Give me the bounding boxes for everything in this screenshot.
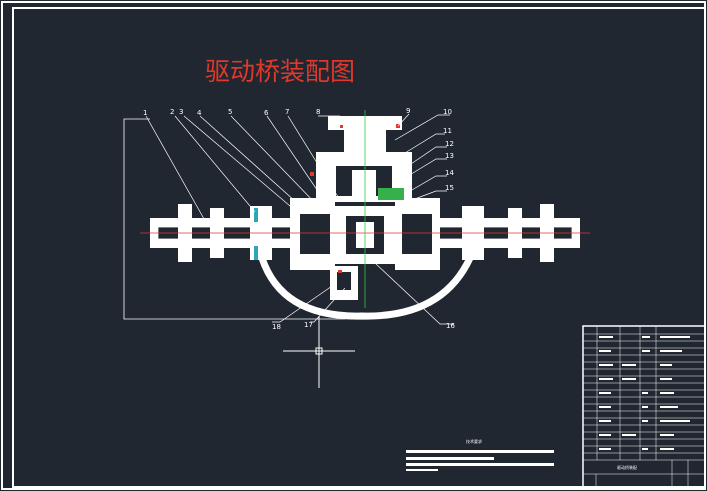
leader-lines — [145, 113, 454, 325]
part-label-15: 15 — [445, 184, 454, 192]
housing-bowl — [258, 256, 474, 320]
pinion-gear-teeth — [378, 188, 404, 200]
part-label-5: 5 — [228, 108, 232, 116]
tech-req-line — [406, 469, 438, 471]
red-mark — [340, 125, 343, 128]
drawing-title: 驱动桥装配图 — [205, 57, 355, 86]
part-label-14: 14 — [445, 169, 454, 177]
dimension-line — [123, 118, 345, 320]
right-diff-cavity — [402, 214, 432, 254]
axle-assembly — [140, 110, 590, 320]
technical-requirements: 技术要求 — [406, 438, 554, 471]
part-label-4: 4 — [197, 109, 202, 117]
red-mark — [310, 172, 314, 176]
parts-list-table: 驱动桥装配 — [582, 325, 706, 488]
tech-req-line — [406, 463, 554, 466]
tech-req-line — [406, 457, 494, 460]
red-mark — [338, 270, 342, 273]
left-bearing-lower — [254, 246, 258, 260]
crosshair-cursor-icon — [283, 316, 355, 388]
sheet-inner-frame — [12, 7, 706, 488]
part-label-8: 8 — [316, 108, 320, 116]
title-block-name: 驱动桥装配 — [617, 464, 637, 470]
part-label-2: 2 — [170, 108, 174, 116]
part-number-labels: 1 2 3 4 5 6 7 8 9 10 11 12 13 14 15 16 1… — [143, 107, 455, 331]
part-label-6: 6 — [264, 109, 269, 117]
lower-boss-cavity — [337, 272, 351, 290]
part-label-11: 11 — [443, 127, 452, 135]
tech-req-line — [406, 450, 554, 453]
left-bearing — [254, 208, 258, 222]
part-label-3: 3 — [179, 108, 183, 116]
part-label-10: 10 — [443, 108, 452, 116]
left-diff-cavity — [300, 214, 330, 254]
part-label-17: 17 — [304, 321, 313, 329]
tech-req-title: 技术要求 — [466, 438, 482, 444]
part-label-7: 7 — [285, 108, 289, 116]
parts-list-entries — [599, 336, 690, 450]
part-label-9: 9 — [406, 107, 410, 115]
pinion-gear — [352, 170, 376, 196]
part-label-16: 16 — [446, 322, 455, 330]
part-label-13: 13 — [445, 152, 454, 160]
part-label-18: 18 — [272, 323, 281, 331]
part-label-12: 12 — [445, 140, 454, 148]
part-label-1: 1 — [143, 109, 147, 117]
